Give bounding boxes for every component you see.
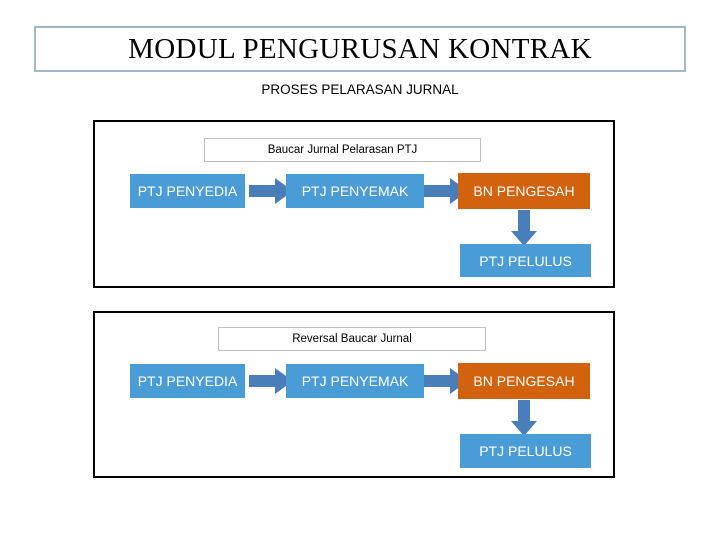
flow-2-node-pelulus[interactable]: PTJ PELULUS (460, 434, 591, 468)
flow-1-node-pengesah-label: BN PENGESAH (473, 183, 575, 199)
flow-1-node-pengesah[interactable]: BN PENGESAH (458, 173, 590, 209)
flow-1-node-pelulus[interactable]: PTJ PELULUS (460, 244, 591, 277)
flow-2-caption-box: Reversal Baucar Jurnal (218, 327, 486, 351)
flow-1-node-penyemak-label: PTJ PENYEMAK (301, 183, 409, 199)
flow-2-node-penyedia-label: PTJ PENYEDIA (137, 373, 238, 389)
flow-2-node-pengesah-label: BN PENGESAH (473, 373, 575, 389)
flow-2-node-penyemak-label: PTJ PENYEMAK (301, 373, 409, 389)
flow-2-node-pelulus-label: PTJ PELULUS (479, 443, 572, 459)
flow-1-node-penyemak[interactable]: PTJ PENYEMAK (286, 174, 424, 208)
flow-2-node-penyemak[interactable]: PTJ PENYEMAK (286, 364, 424, 398)
flow-2-caption-label: Reversal Baucar Jurnal (292, 333, 412, 345)
flow-2-arrow-down-icon (511, 400, 537, 436)
flow-1-node-penyedia-label: PTJ PENYEDIA (137, 183, 238, 199)
flow-2-arrow-right-1-icon (249, 368, 293, 394)
page-title: MODUL PENGURUSAN KONTRAK (128, 32, 592, 65)
flow-1-caption-label: Baucar Jurnal Pelarasan PTJ (267, 144, 418, 156)
flow-1-node-penyedia[interactable]: PTJ PENYEDIA (130, 174, 245, 208)
flow-1-arrow-right-1-icon (249, 178, 293, 204)
flow-1-arrow-down-icon (511, 210, 537, 246)
title-frame (34, 26, 686, 72)
flow-2-node-pengesah[interactable]: BN PENGESAH (458, 363, 590, 399)
flow-1-caption-box: Baucar Jurnal Pelarasan PTJ (204, 138, 481, 162)
flow-2-arrow-right-2-icon (424, 368, 468, 394)
flow-1-arrow-right-2-icon (424, 178, 468, 204)
page-subtitle: PROSES PELARASAN JURNAL (261, 82, 459, 97)
flow-1-node-pelulus-label: PTJ PELULUS (479, 252, 572, 269)
flow-2-node-penyedia[interactable]: PTJ PENYEDIA (130, 364, 245, 398)
